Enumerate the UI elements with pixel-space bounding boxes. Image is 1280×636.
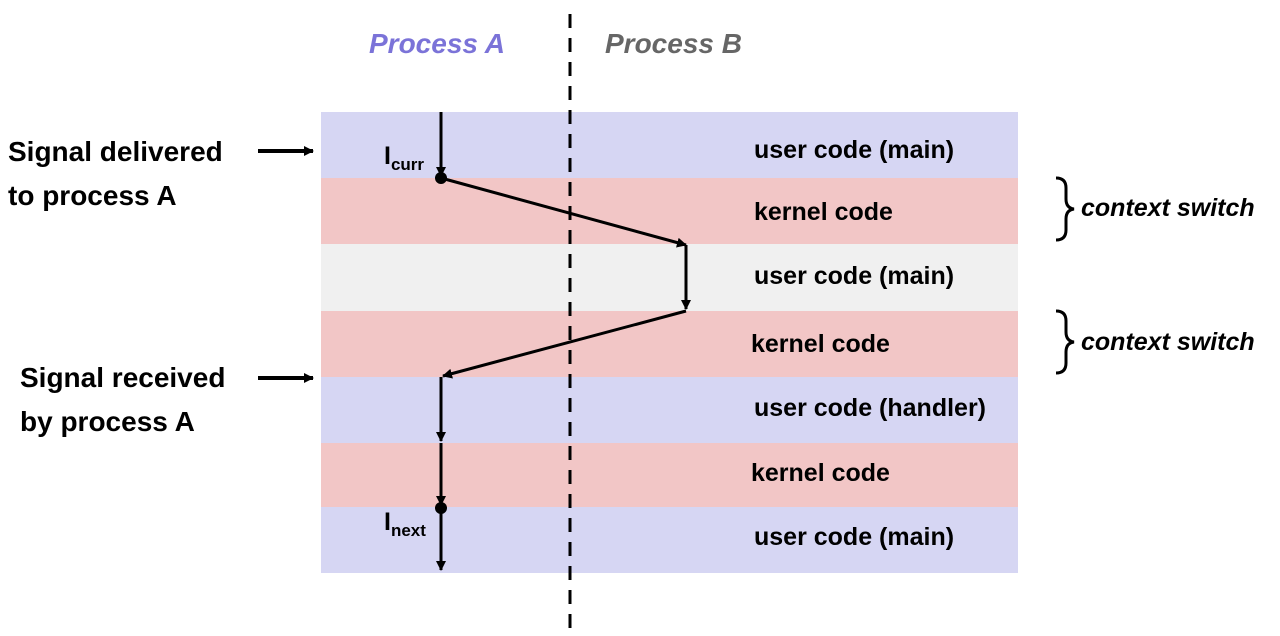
band-label-5: user code (handler): [754, 394, 986, 422]
band-label-7: user code (main): [754, 523, 955, 551]
band-kernel-2: [321, 311, 1018, 377]
flow-switch-to-a: [442, 309, 687, 379]
band-label-6: kernel code: [751, 459, 890, 487]
context-switch-brace-2: [1055, 309, 1075, 375]
context-switch-brace-1: [1055, 176, 1075, 242]
band-label-2: kernel code: [754, 198, 893, 226]
band-user-main-b: [321, 244, 1018, 311]
band-label-1: user code (main): [754, 136, 955, 164]
band-label-4: kernel code: [751, 330, 890, 358]
process-b-header: Process B: [605, 28, 742, 59]
band-kernel-1: [321, 178, 1018, 244]
band-label-3: user code (main): [754, 262, 955, 290]
context-switch-label-1: context switch: [1081, 194, 1255, 222]
signal-received-label: Signal received by process A: [20, 362, 226, 437]
flow-switch-to-b: [440, 176, 687, 248]
context-switch-label-2: context switch: [1081, 328, 1255, 356]
signal-delivered-label: Signal delivered to process A: [8, 136, 223, 211]
i-next-label: Inext: [384, 508, 426, 540]
process-a-header: Process A: [369, 28, 505, 59]
i-curr-label: Icurr: [384, 142, 425, 174]
